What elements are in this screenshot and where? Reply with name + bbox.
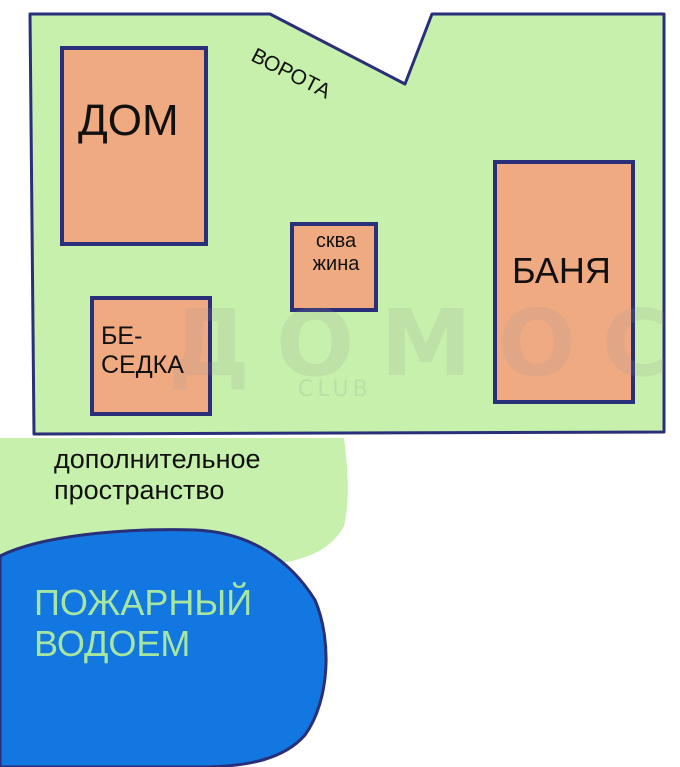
house-building (60, 46, 208, 246)
pond-label-line2: ВОДОЕМ (34, 623, 191, 665)
watermark-brand: ДОМОС (168, 290, 680, 397)
gazebo-building (90, 296, 212, 416)
well-structure (290, 222, 378, 312)
well-label: сква жина (301, 230, 371, 276)
extra-space-line2: пространство (54, 475, 225, 506)
gazebo-label-line1: БЕ- (101, 322, 143, 350)
house-label: ДОМ (78, 96, 179, 145)
pond-label-line1: ПОЖАРНЫЙ (34, 582, 253, 623)
gazebo-label: БЕ- СЕДКА (101, 322, 184, 380)
well-label-line2: жина (312, 253, 360, 275)
well-label-line1: сква (315, 230, 357, 252)
pond-label: ПОЖАРНЫЙ ВОДОЕМ (34, 582, 252, 665)
gazebo-label-line2: СЕДКА (101, 350, 184, 379)
bathhouse-label: БАНЯ (512, 250, 611, 291)
extra-space-label: дополнительное пространство (54, 444, 261, 506)
watermark-suffix: CLUB (298, 377, 372, 402)
fire-pond (0, 528, 328, 767)
extra-space-line1: дополнительное (54, 444, 261, 474)
bathhouse-building (493, 160, 635, 404)
